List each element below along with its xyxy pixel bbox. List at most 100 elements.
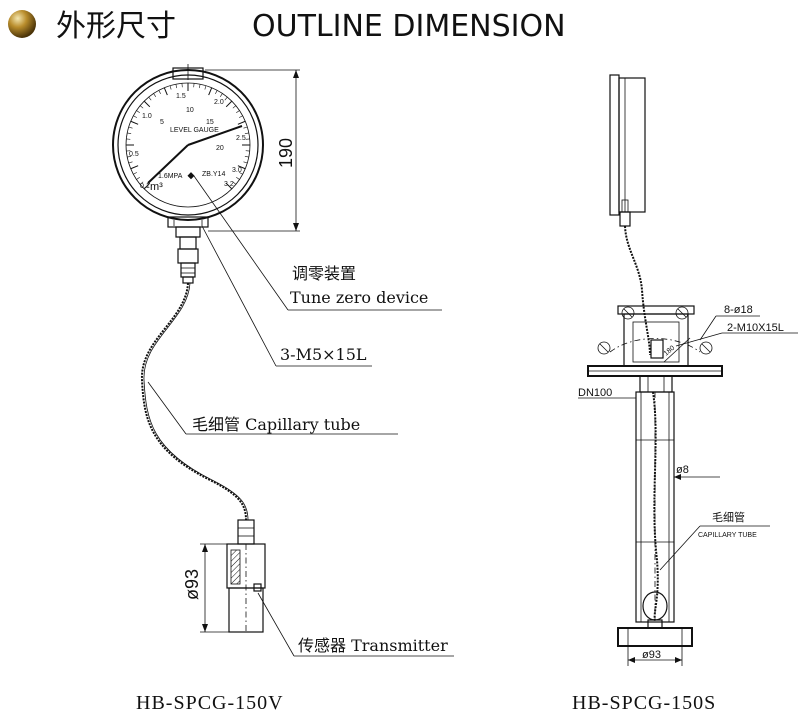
dial-tick <box>175 84 177 89</box>
dial-tick <box>225 182 233 190</box>
right-model-name: HB-SPCG-150S <box>572 692 716 714</box>
gauge-code-right: ZB.Y14 <box>202 171 225 178</box>
bullet-icon <box>8 10 36 38</box>
tune-zero-label-cn: 调零装置 <box>292 264 356 283</box>
scale-0.5: 0.5 <box>129 151 139 158</box>
diameter-label: ø93 <box>182 569 202 600</box>
scale-1.5: 1.5 <box>176 93 186 100</box>
dial-tick <box>128 126 133 129</box>
dial-tick <box>136 176 140 180</box>
dial-tick <box>158 90 161 94</box>
height-dimension: 190 <box>205 69 300 232</box>
scale-0.1: 0.1 <box>140 183 150 190</box>
dial-tick <box>143 182 151 190</box>
leader-lines <box>147 175 454 657</box>
gauge-code-left: 1.6MPA <box>158 173 183 180</box>
gauge-unit: m³ <box>150 181 163 193</box>
flange-nut <box>639 375 673 393</box>
title-chinese: 外形尺寸 <box>56 9 176 44</box>
capillary-tube <box>140 282 247 521</box>
dial-tick <box>133 115 137 118</box>
scale-15: 15 <box>206 119 214 126</box>
flange-dim-label: 180 <box>663 345 677 358</box>
dial-tick <box>130 165 139 170</box>
tune-zero-label-en: Tune zero device <box>290 288 428 307</box>
base-dimension: ø93 <box>627 646 683 666</box>
screw-label: 3-M5×15L <box>280 345 367 364</box>
dial-ticks <box>126 83 250 190</box>
dial-tick <box>136 110 140 114</box>
dial-tick <box>204 85 207 90</box>
scale-10: 10 <box>186 107 194 114</box>
dial-tick <box>232 105 237 109</box>
scale-2.0: 2.0 <box>214 99 224 106</box>
transmitter <box>226 519 266 633</box>
dial-tick <box>239 115 243 118</box>
dial-tick <box>237 120 246 125</box>
dial-tick <box>215 90 218 94</box>
dial-tick <box>163 87 168 96</box>
gauge-needle-tail <box>147 144 189 184</box>
capillary-label: 毛细管 Capillary tube <box>192 415 360 434</box>
scale-3.2: 3.2 <box>224 181 234 188</box>
dial-tick <box>239 172 243 175</box>
dial-tick <box>237 165 246 170</box>
base-plate <box>617 627 693 647</box>
scale-20: 20 <box>216 145 224 152</box>
dial-tick <box>208 87 213 96</box>
dial-tick <box>244 156 249 158</box>
left-model-name: HB-SPCG-150V <box>136 692 284 714</box>
height-label: 190 <box>276 138 296 168</box>
holes-label: 8-ø18 <box>724 304 753 316</box>
scale-5: 5 <box>160 119 164 126</box>
bolt-circle <box>609 338 701 353</box>
dial-tick <box>169 85 172 90</box>
capillary-tube-right <box>624 225 651 356</box>
gauge-connector <box>177 236 199 284</box>
dial-tick <box>128 161 133 164</box>
right-drawing: ø93 ø8 DN100 180 8-ø18 2-M10X15L 毛细管 CAP… <box>572 74 798 714</box>
dial-tick <box>127 132 132 134</box>
scale-1.0: 1.0 <box>142 113 152 120</box>
dial-tick <box>236 176 240 180</box>
dial-tick <box>148 96 152 101</box>
dial-tick <box>236 110 240 114</box>
gauge-side-view <box>609 74 646 227</box>
dial-tick <box>130 120 139 125</box>
dial-tick <box>139 181 144 185</box>
dial-tick <box>243 126 248 129</box>
tune-zero-screw <box>187 172 195 180</box>
base-diameter-label: ø93 <box>642 649 661 661</box>
dial-tick <box>243 161 248 164</box>
capillary-label-en: CAPILLARY TUBE <box>698 532 757 539</box>
dial-tick <box>127 156 132 158</box>
header: 外形尺寸 OUTLINE DIMENSION <box>8 9 566 44</box>
bolt-holes <box>597 306 713 355</box>
dial-tick <box>143 100 151 108</box>
dial-tick <box>153 93 157 97</box>
transmitter-label: 传感器 Transmitter <box>298 636 448 655</box>
left-drawing: LEVEL GAUGE m³ 1.6MPA ZB.Y14 0.1 0.5 1.0… <box>112 64 454 714</box>
scale-2.5: 2.5 <box>236 135 246 142</box>
gauge-needle <box>187 125 243 146</box>
dial-tick <box>244 132 249 134</box>
dial-tick <box>225 100 233 108</box>
title-english: OUTLINE DIMENSION <box>252 9 566 44</box>
dial-tick <box>232 181 237 185</box>
top-bracket <box>617 305 695 367</box>
capillary-label-cn: 毛细管 <box>712 510 745 524</box>
diameter-dimension: ø93 <box>182 543 229 633</box>
pipe-diameter-label: ø8 <box>676 464 689 476</box>
dial-tick <box>139 105 144 109</box>
dial-tick <box>224 96 228 101</box>
gauge-ring <box>117 74 259 216</box>
gauge-title: LEVEL GAUGE <box>170 127 219 134</box>
dn-label: DN100 <box>578 387 612 399</box>
dial-tick <box>219 93 223 97</box>
gauge-outer-bezel <box>112 69 264 221</box>
dial-tick <box>133 172 137 175</box>
bolts-label: 2-M10X15L <box>727 322 784 334</box>
dial-tick <box>199 84 201 89</box>
